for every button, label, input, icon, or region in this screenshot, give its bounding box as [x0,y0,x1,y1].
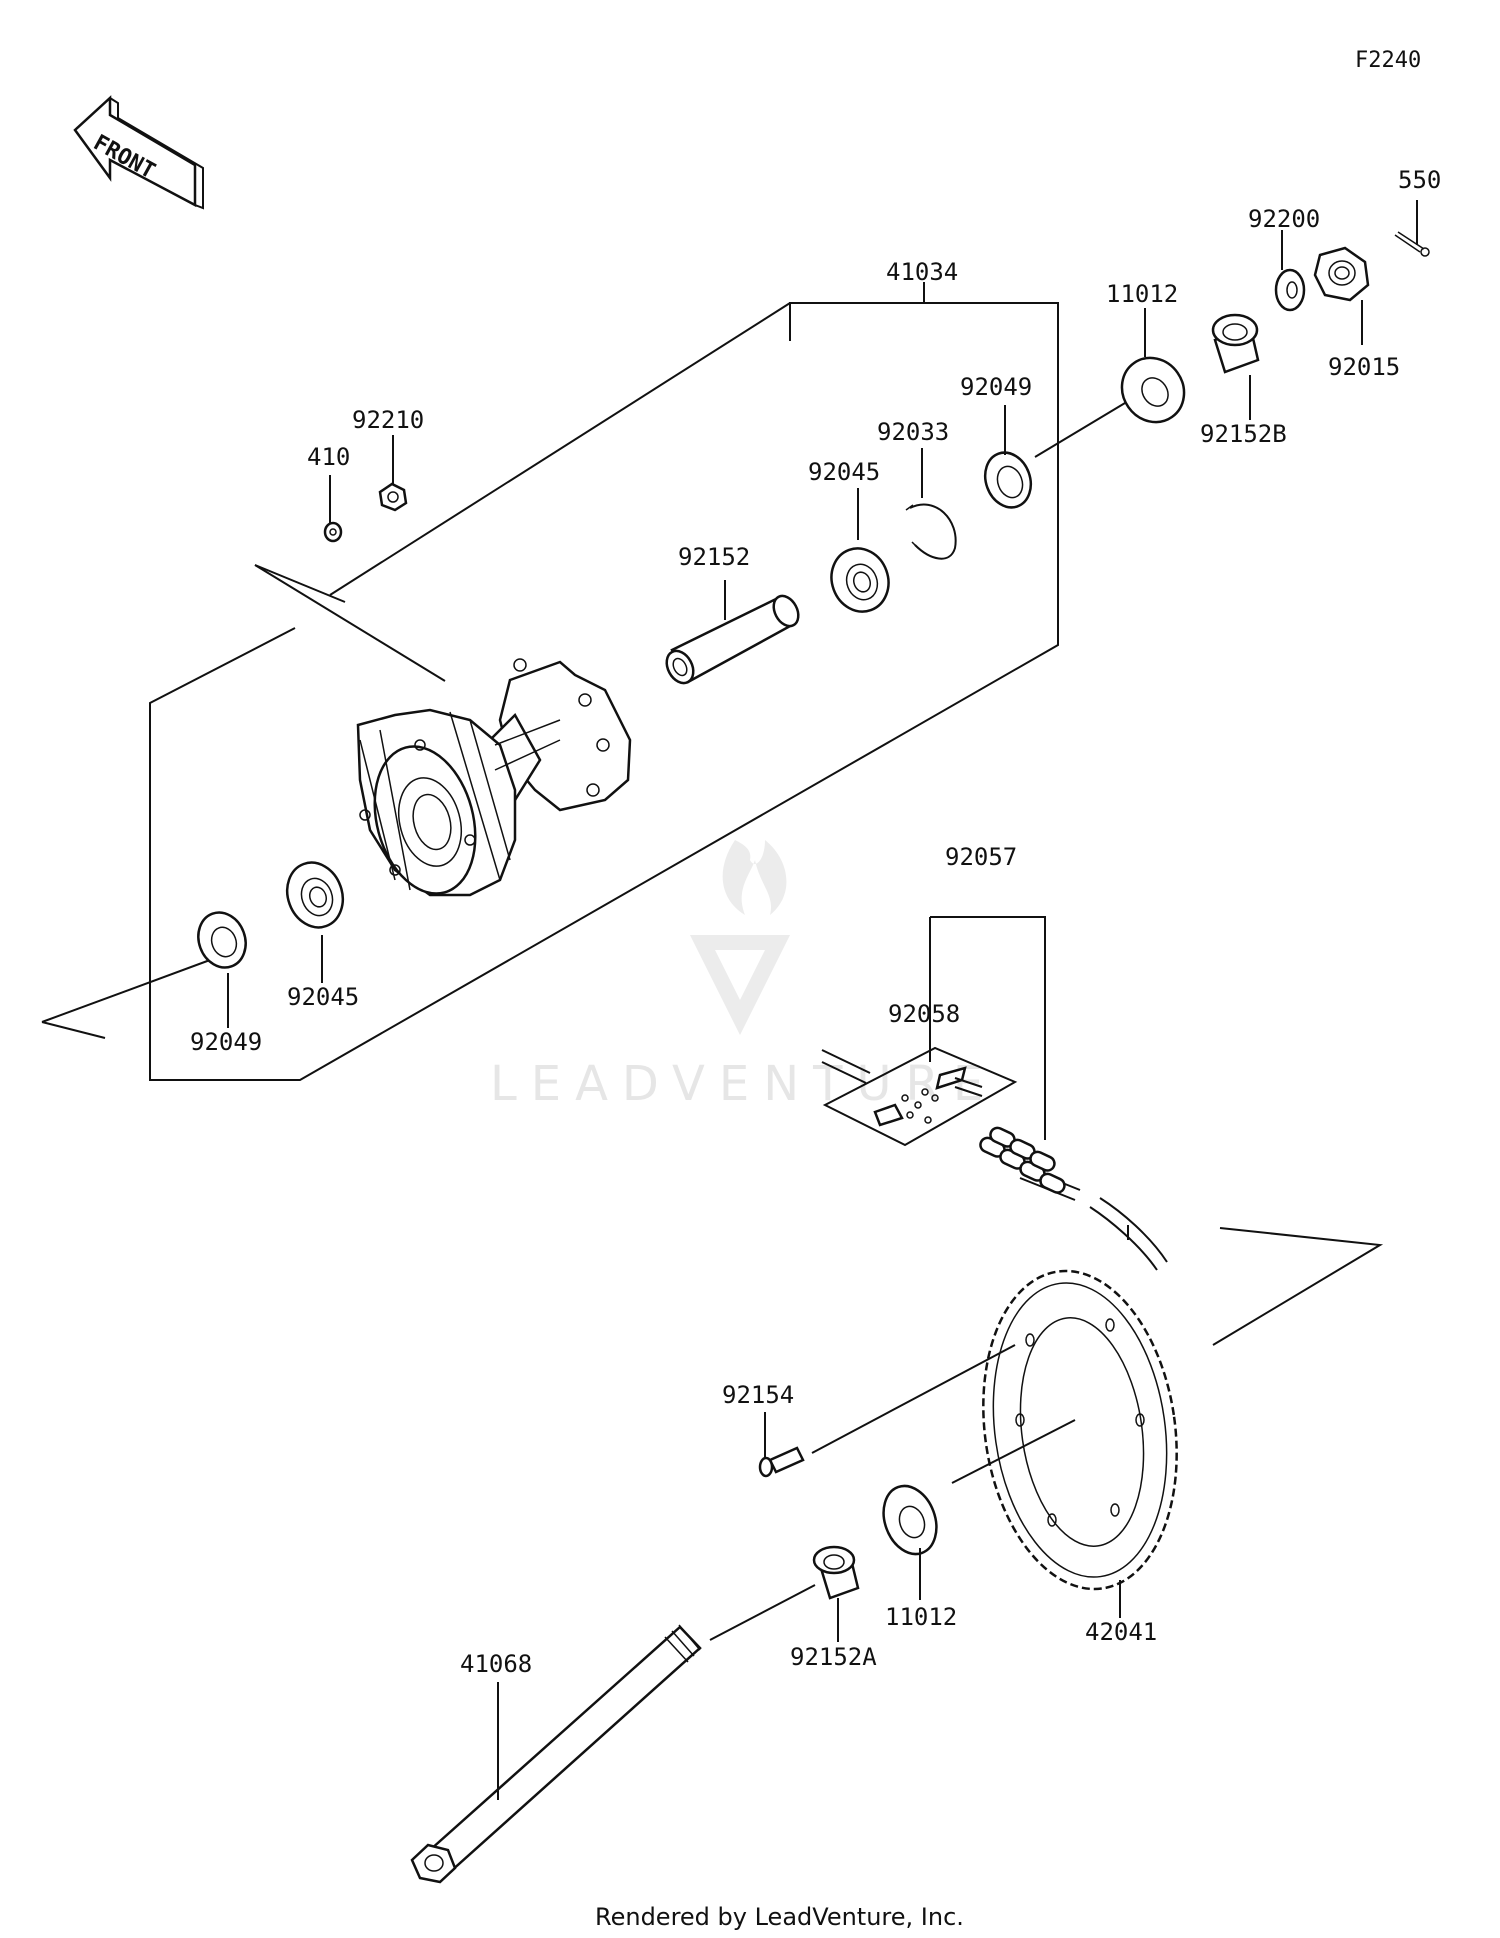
callout-550: 550 [1398,166,1441,194]
callout-labels: 550 92200 11012 41034 92015 92049 92152B… [190,166,1441,1678]
watermark: LEADVENTURE [490,840,983,1112]
collar-92152B [1211,313,1260,420]
circlip-92033 [905,448,957,560]
callout-92045-bottom: 92045 [287,983,359,1011]
bolt-92154 [758,1344,1016,1478]
callout-92049-top: 92049 [960,373,1032,401]
collar-11012-bottom [882,1484,938,1600]
collar-11012-top [1120,308,1186,424]
callout-92152: 92152 [678,543,750,571]
callout-41068: 41068 [460,1650,532,1678]
callout-92152A: 92152A [790,1643,877,1671]
callout-92015: 92015 [1328,353,1400,381]
callout-92045-top: 92045 [808,458,880,486]
callout-92200: 92200 [1248,205,1320,233]
callout-42041: 42041 [1085,1618,1157,1646]
callout-11012-top: 11012 [1106,280,1178,308]
axle-41068 [410,1624,702,1884]
axle-nut-92015 [1313,246,1370,345]
hub-assembly-brackets [41,282,1131,1081]
drive-chain-92057 [821,916,1168,1271]
master-link-92058 [822,1030,1018,1147]
callout-92058: 92058 [888,1000,960,1028]
callout-41034: 41034 [886,258,958,286]
callout-11012-bottom: 11012 [885,1603,957,1631]
cotter-pin-550 [1394,200,1430,257]
rear-hub-41034 [356,658,632,897]
spacer-92152 [665,580,800,685]
callout-92152B: 92152B [1200,420,1287,448]
callout-92154: 92154 [722,1381,794,1409]
nut-92210 [378,435,408,512]
washer-410 [323,475,343,543]
footer-credit: Rendered by LeadVenture, Inc. [595,1903,964,1931]
front-arrow-icon: FRONT [73,95,204,210]
sprocket-42041 [951,1227,1384,1618]
callout-92049-bottom: 92049 [190,1028,262,1056]
callout-92057: 92057 [945,843,1017,871]
oil-seal-92049-top [983,405,1033,509]
bearing-92045-top [830,488,890,613]
washer-92200 [1274,230,1306,312]
callout-410: 410 [307,443,350,471]
bearing-92045-bottom [285,861,345,983]
callout-92210: 92210 [352,406,424,434]
figure-id: F2240 [1355,48,1421,73]
collar-92152A [709,1545,860,1642]
callout-92033: 92033 [877,418,949,446]
oil-seal-92049-bottom [197,911,247,1028]
